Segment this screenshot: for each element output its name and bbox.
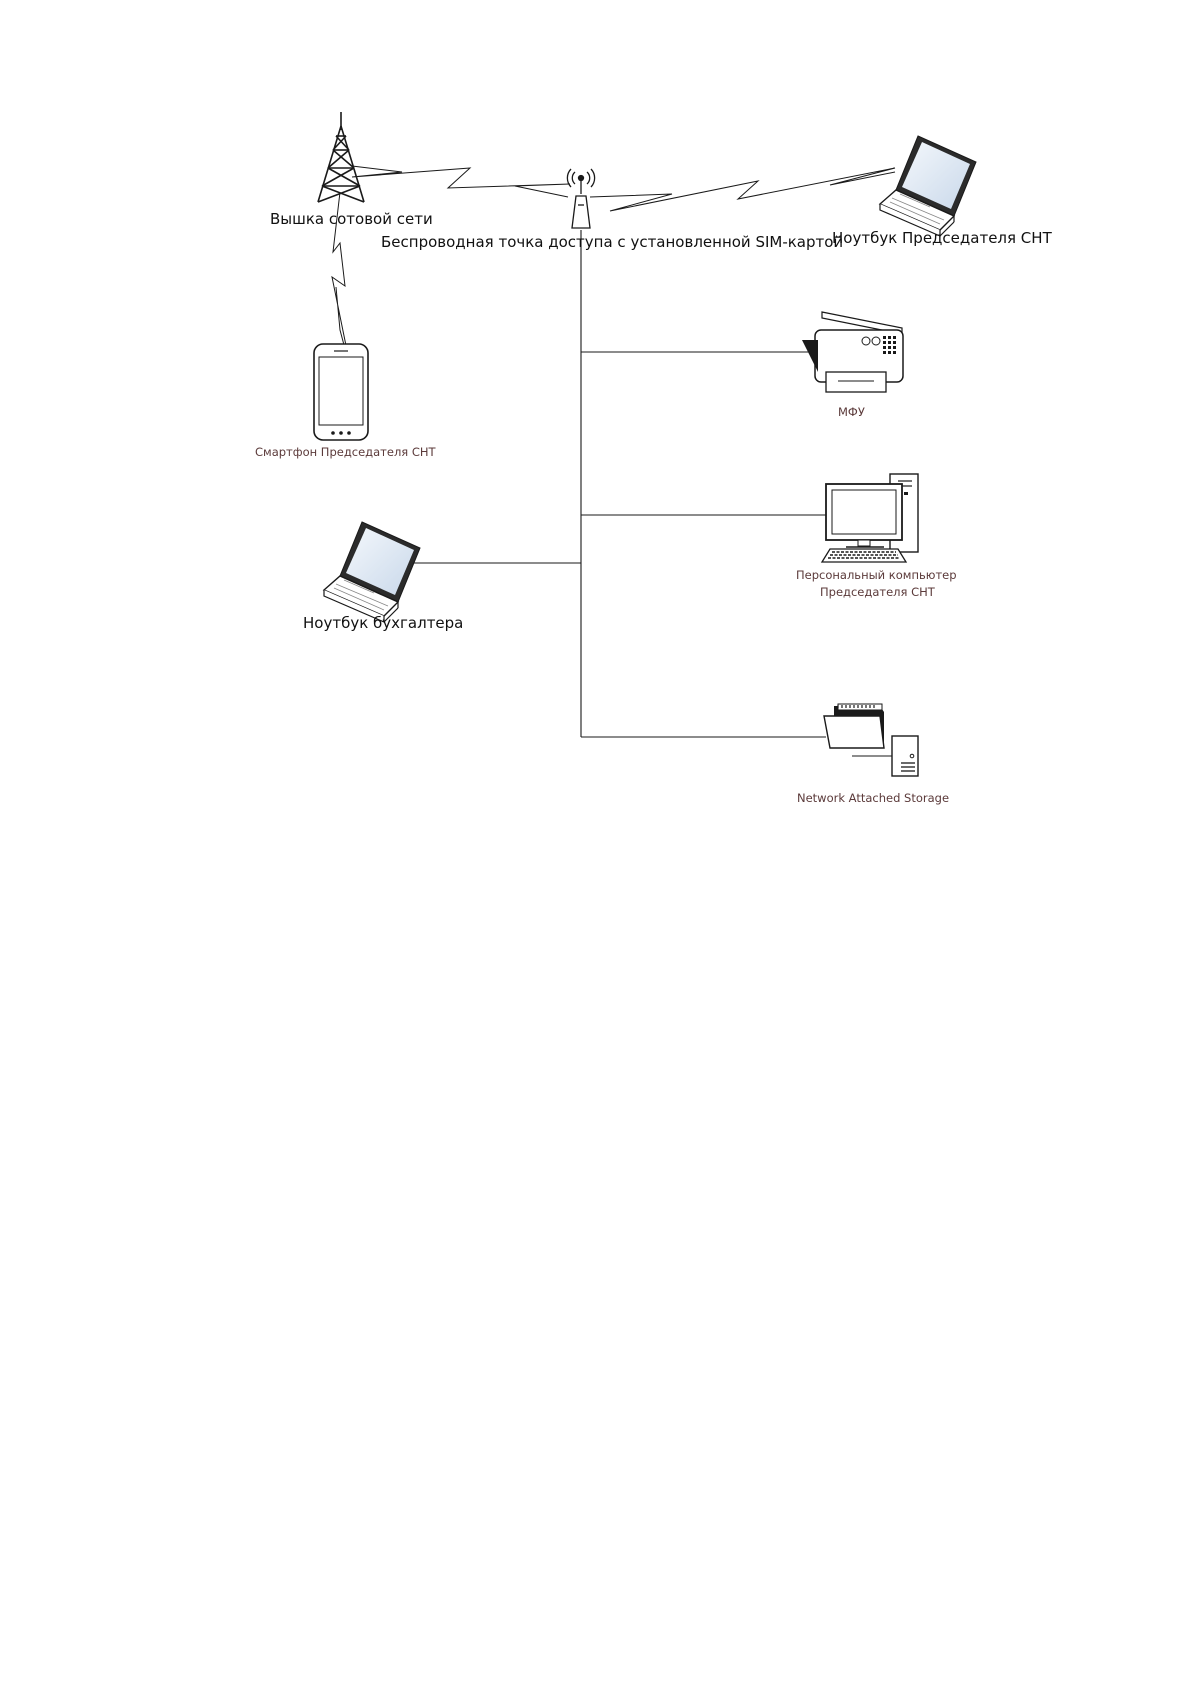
pc-label-line2: Председателя СНТ — [820, 585, 936, 599]
laptop-chair-icon — [880, 136, 976, 236]
desktop-computer-icon — [822, 474, 918, 562]
nas-icon — [824, 704, 918, 776]
access-point-label: Беспроводная точка доступа с установленн… — [381, 233, 843, 251]
tower-label: Вышка сотовой сети — [270, 210, 433, 228]
smartphone-label: Смартфон Председателя СНТ — [255, 445, 437, 459]
cell-tower-icon — [318, 112, 364, 202]
wired-links — [413, 230, 826, 737]
link-ap-laptop-chair — [590, 168, 895, 211]
pc-label-line1: Персональный компьютер — [796, 568, 957, 582]
laptop-accountant-icon — [324, 522, 420, 622]
laptop-chair-label: Ноутбук Председателя СНТ — [832, 229, 1053, 247]
wireless-access-point-icon — [567, 169, 594, 228]
printer-icon — [802, 312, 903, 392]
nas-label: Network Attached Storage — [797, 791, 949, 805]
link-tower-ap — [352, 166, 570, 197]
smartphone-icon — [314, 344, 368, 440]
mfp-label: МФУ — [838, 405, 865, 419]
laptop-accountant-label: Ноутбук бухгалтера — [303, 614, 463, 632]
